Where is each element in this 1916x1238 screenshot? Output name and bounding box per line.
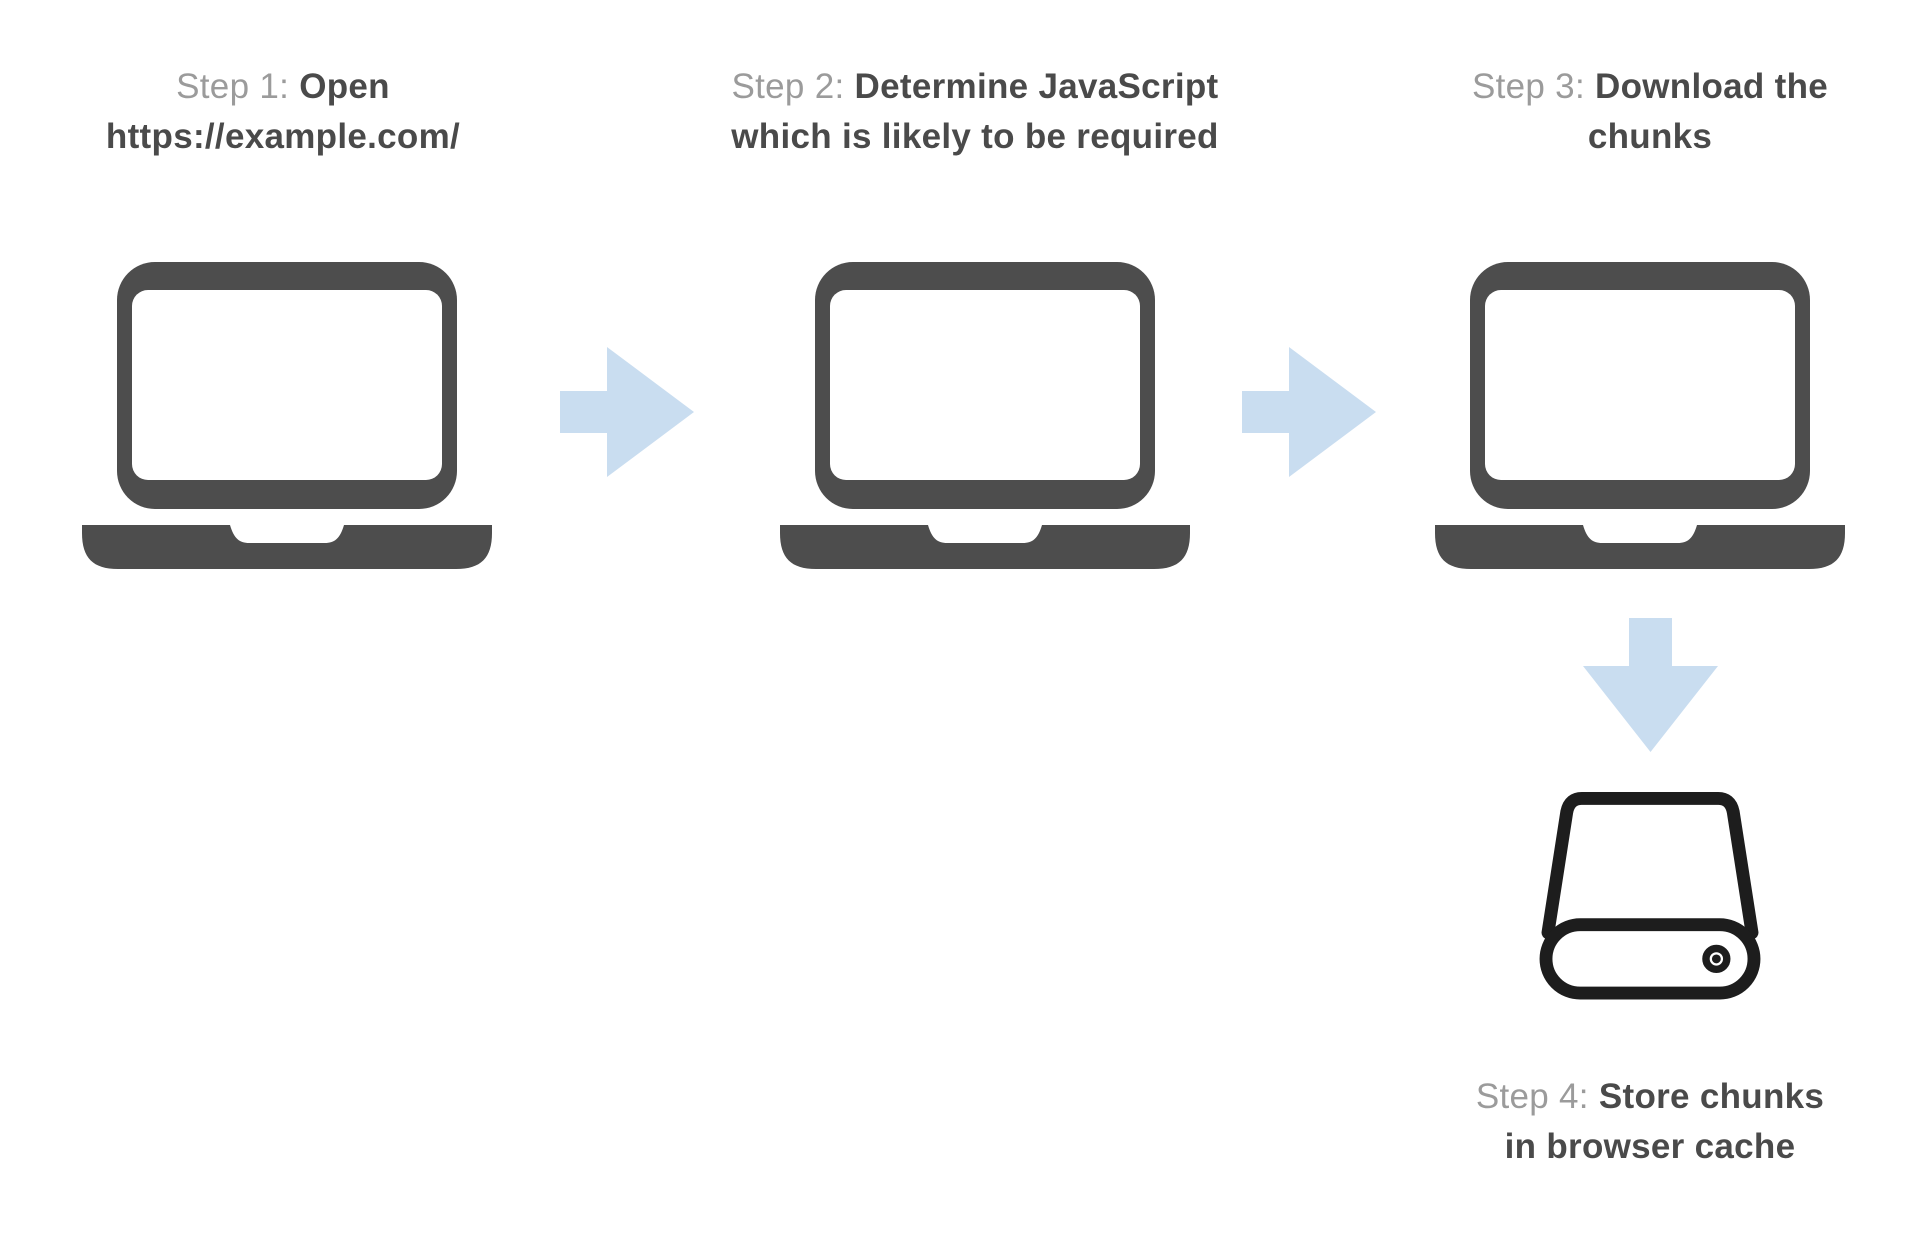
step-4-title-line-2: in browser cache — [1504, 1127, 1796, 1166]
arrow-down-icon — [1583, 618, 1718, 752]
step-3-heading: Step 3: Download the chunks — [1400, 62, 1900, 162]
step-2-label: Step 2: — [731, 67, 845, 106]
step-3-title-line-1: Download the — [1595, 67, 1829, 106]
step-2-title-line-2: which is likely to be required — [731, 117, 1219, 156]
laptop-icon — [82, 262, 492, 569]
laptop-icon — [780, 262, 1190, 569]
step-1-title-line-1: Open — [299, 67, 390, 106]
step-3-label: Step 3: — [1471, 67, 1585, 106]
step-1-label: Step 1: — [176, 67, 290, 106]
hard-drive-icon — [1539, 792, 1761, 1000]
step-2-heading: Step 2: Determine JavaScript which is li… — [675, 62, 1275, 162]
step-4-heading: Step 4: Store chunks in browser cache — [1400, 1072, 1900, 1172]
step-1-title-line-2: https://example.com/ — [105, 117, 461, 156]
step-4-title-line-1: Store chunks — [1598, 1077, 1825, 1116]
arrow-right-icon — [560, 347, 694, 477]
step-4-label: Step 4: — [1475, 1077, 1589, 1116]
arrow-right-icon — [1242, 347, 1376, 477]
step-3-title-line-2: chunks — [1587, 117, 1713, 156]
step-2-title-line-1: Determine JavaScript — [854, 67, 1219, 106]
step-1-heading: Step 1: Open https://example.com/ — [33, 62, 533, 162]
laptop-icon — [1435, 262, 1845, 569]
